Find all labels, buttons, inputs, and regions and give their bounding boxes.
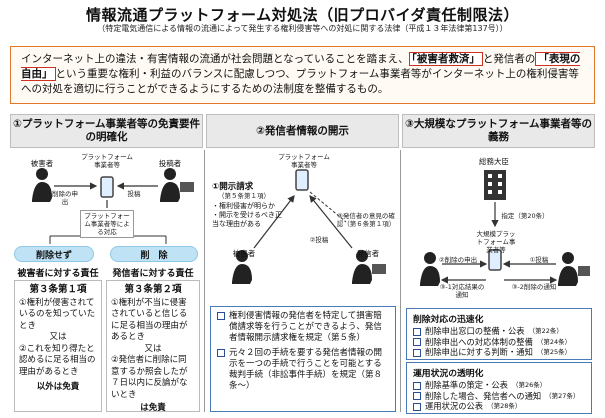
designate-label: 指定（第20条）: [501, 212, 549, 220]
no-delete-pill: 削除せず: [14, 246, 94, 262]
intro-text-1: インターネット上の違法・有害情報の流通が社会問題となっていることを踏まえ、: [21, 53, 409, 65]
intro-text-2: と発信者の: [482, 53, 536, 65]
pf-response-box: プラットフォーム事業者等による対応: [80, 210, 134, 238]
bullet-square-icon: [413, 348, 421, 357]
sender-label: 投稿者: [158, 159, 182, 168]
victim-figure-icon: [420, 252, 440, 286]
resp-sender-title: 発信者に対する責任: [112, 269, 194, 279]
bullet-square-icon: [413, 402, 421, 411]
transparency-panel: 運用状況の透明化 削除基準の策定・公表（第26条） 削除した場合、発信者への通知…: [406, 362, 592, 414]
victim-label: 被害者: [232, 249, 256, 258]
building-icon: [484, 170, 506, 200]
bullet-square-icon: [217, 349, 225, 357]
bullet-square-icon: [217, 312, 225, 320]
intro-box: インターネット上の違法・有害情報の流通が社会問題となっていることを踏まえ、「被害…: [10, 46, 595, 104]
column-divider: [400, 150, 401, 412]
col1-header: ①プラットフォーム事業者等の免責要件の明確化: [10, 114, 203, 148]
delete-request-label: ②削除の申出: [438, 256, 478, 264]
sender-label: 発信者: [356, 249, 380, 258]
phone-icon: [295, 169, 309, 191]
request-ref: （第５条第１項）: [218, 192, 270, 200]
phone-icon: [488, 249, 502, 271]
platform-label: プラットフォーム事業者等: [81, 153, 133, 169]
col2-header: ②発信者情報の開示: [206, 114, 399, 148]
victim-figure-icon: [232, 250, 252, 284]
post-label: ②投稿: [309, 236, 329, 244]
col1-diagram: [32, 168, 194, 244]
notice-result-label: ③-1対応結果の通知: [439, 283, 485, 299]
notice-delete-label: ③-2削除の通知: [511, 283, 557, 291]
resp-victim-title: 被害者に対する責任: [17, 269, 99, 279]
delete-request-label: 削除の申出: [52, 190, 78, 206]
col3-diagram: [420, 170, 590, 286]
page-subtitle: （特定電気通信による情報の流通によって発生する権利侵害等への対処に関する法律（平…: [97, 24, 508, 33]
bullet-square-icon: [413, 338, 421, 347]
sender-figure-icon: [160, 168, 194, 202]
resp-victim-box: 第３条第１項 ①権利が侵害されているのを知っていたとき 又は ②これを知り得たと…: [14, 280, 102, 412]
sender-figure-icon: [558, 252, 590, 286]
column-divider: [204, 150, 205, 412]
request-conditions: ・権利侵害が明らか ・開示を受けるべき正当な理由がある: [212, 202, 282, 228]
col3-header: ③大規模なプラットフォーム事業者等の義務: [402, 114, 595, 148]
phone-icon: [100, 176, 114, 198]
victim-figure-icon: [32, 168, 52, 202]
col2-bullets: 権利侵害情報の発信者を特定して損害賠償請求等を行うことができるよう、発信者情報開…: [210, 306, 396, 412]
minister-label: 総務大臣: [479, 157, 509, 166]
highlight-victim-relief: 「被害者救済」: [408, 52, 483, 66]
victim-label: 被害者: [30, 159, 54, 168]
sender-figure-icon: [352, 250, 386, 284]
post-label: ①投稿: [529, 256, 549, 264]
post-label: 投稿: [127, 190, 141, 198]
delete-pill: 削 除: [110, 246, 198, 262]
confirm-label: ③発信者の意見の確認（第６条第１項）: [336, 212, 396, 228]
bullet-square-icon: [413, 392, 421, 401]
bullet-square-icon: [413, 327, 421, 336]
intro-text-3: という重要な権利・利益のバランスに配慮しつつ、プラットフォーム事業者等がインター…: [21, 68, 579, 95]
resp-sender-box: 第３条第２項 ①権利が不当に侵害されていると信じるに足る相当の理由があるとき 又…: [106, 280, 200, 413]
page-title: 情報流通プラットフォーム対処法（旧プロバイダ責任制限法）: [86, 6, 519, 24]
speed-panel: 削除対応の迅速化 削除申出窓口の整備・公表（第22条） 削除申出への対応体制の整…: [406, 308, 592, 360]
platform-label: プラットフォーム事業者等: [278, 153, 330, 169]
col2-diagram: [232, 169, 386, 284]
request-title: ①開示請求: [212, 182, 254, 192]
large-pf-label: 大規模プラットフォーム事業者等: [476, 230, 516, 254]
bullet-square-icon: [413, 381, 421, 390]
